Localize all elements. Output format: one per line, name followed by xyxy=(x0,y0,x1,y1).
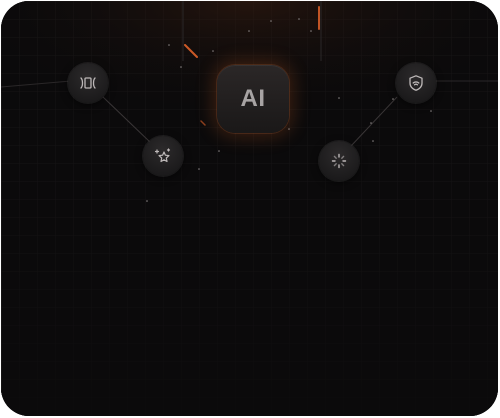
node-loader xyxy=(319,141,359,181)
node-columns xyxy=(68,63,108,103)
ai-tile: AI xyxy=(217,65,289,133)
node-shield xyxy=(396,63,436,103)
shield-icon xyxy=(409,75,423,91)
node-star xyxy=(143,136,183,176)
loader-icon xyxy=(331,153,347,169)
ai-label: AI xyxy=(240,85,266,112)
columns-icon xyxy=(80,77,96,89)
star-sparkle-icon xyxy=(154,148,171,163)
